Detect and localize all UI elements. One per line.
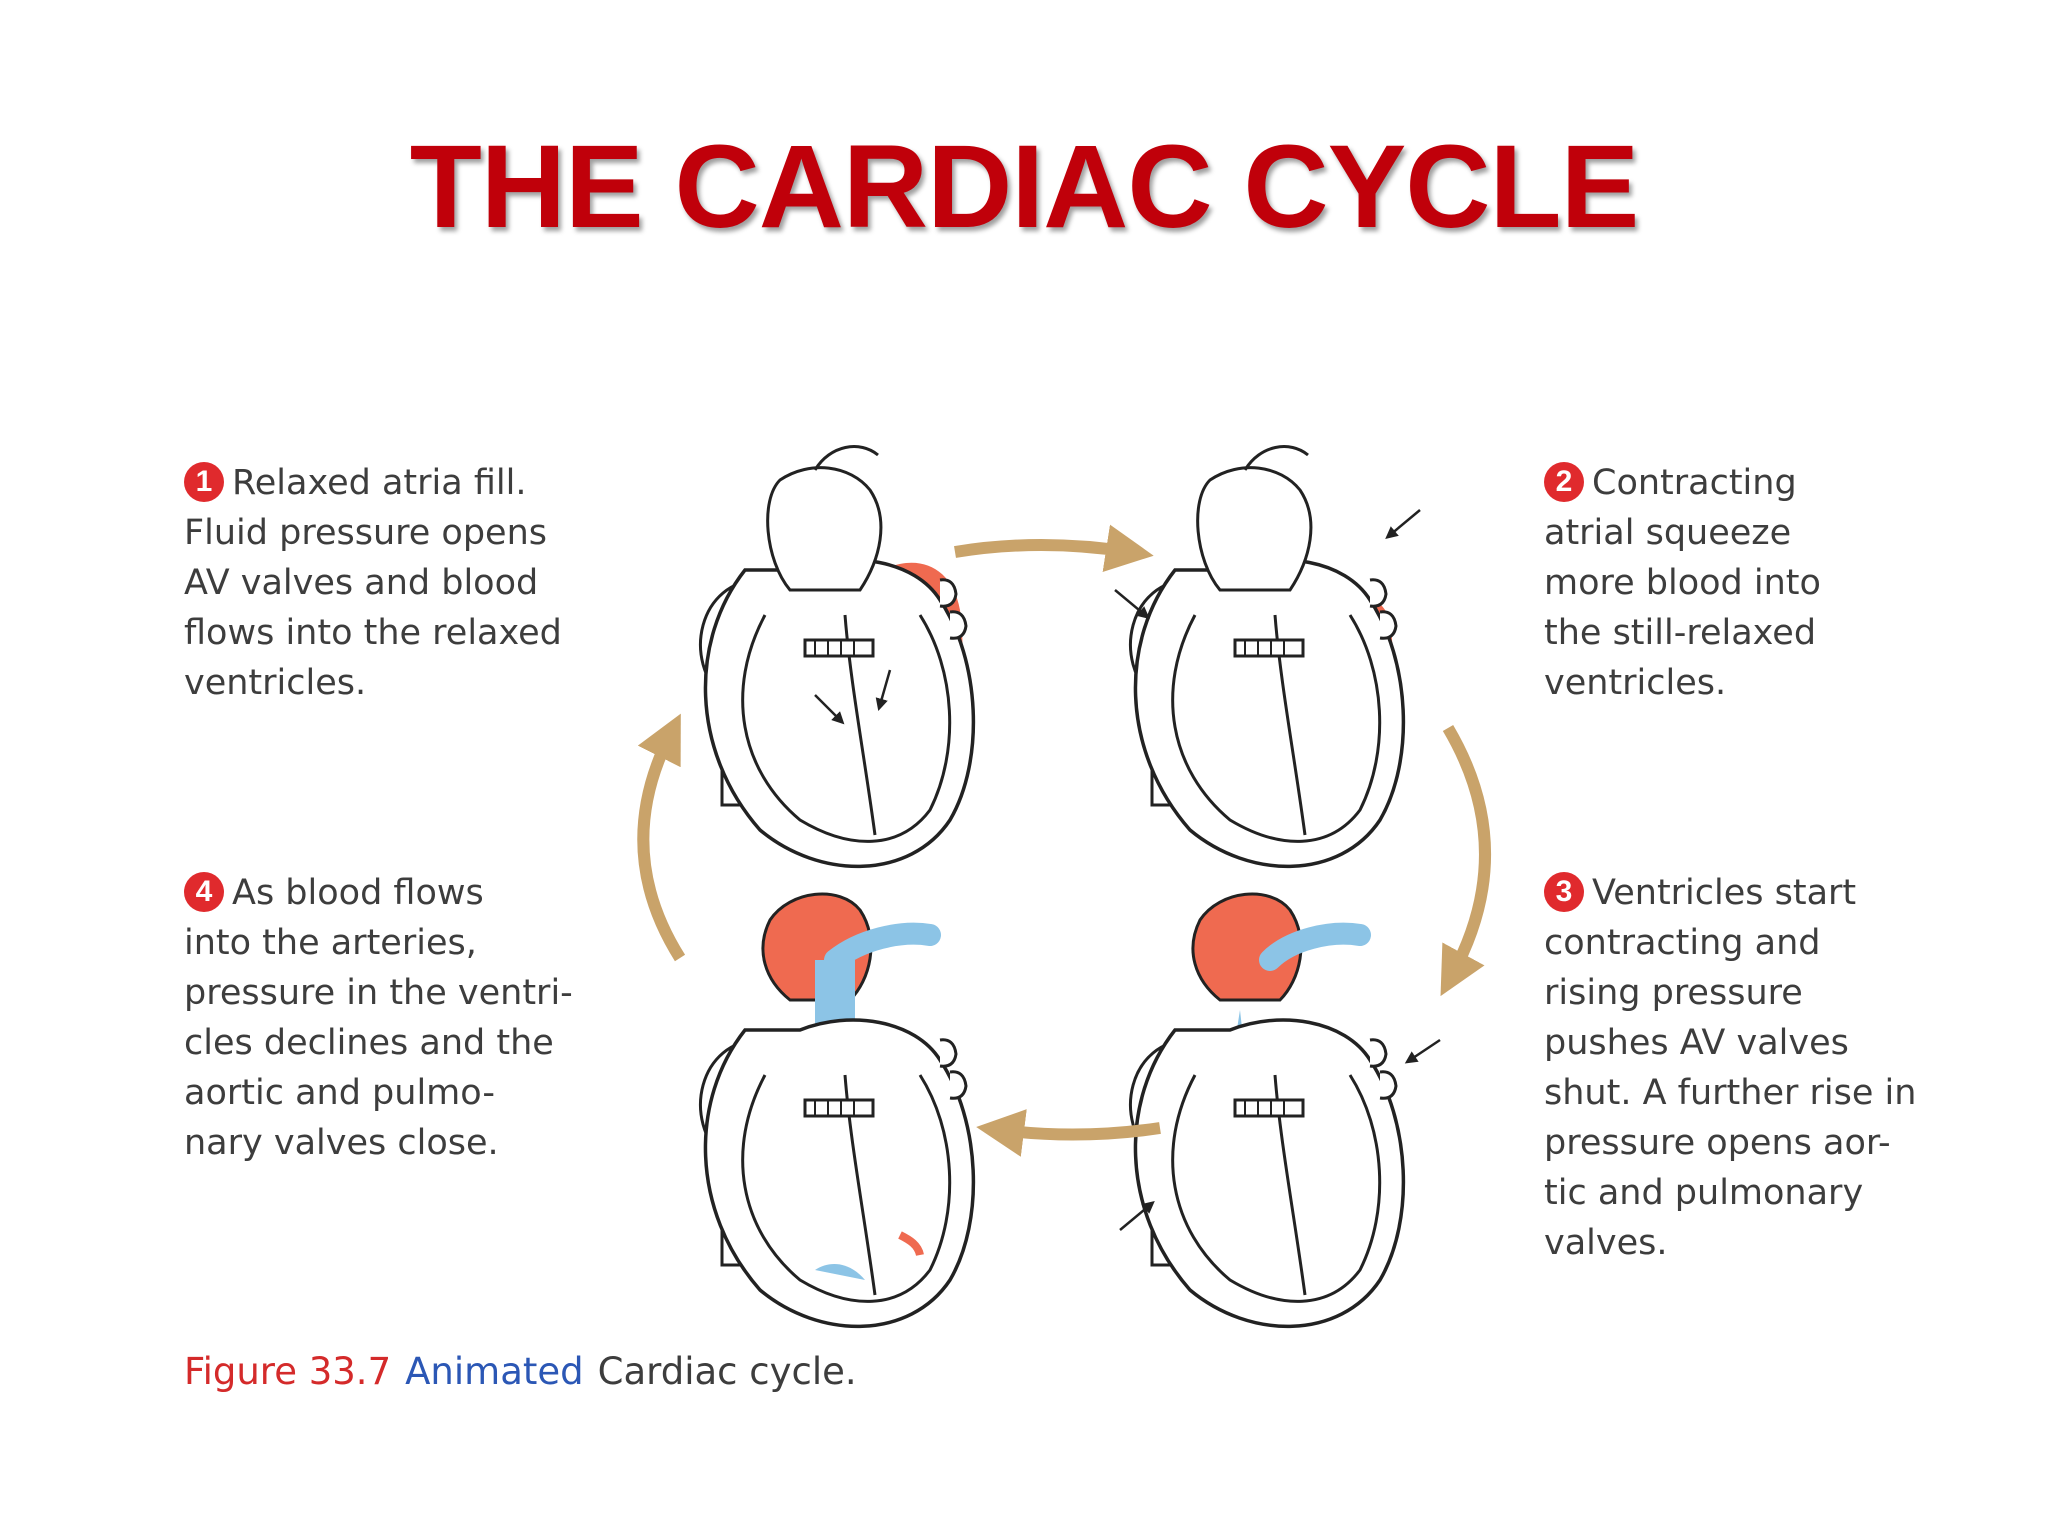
step-1-line-5: ventricles. <box>184 663 367 703</box>
step-4-line-3: pressure in the ventri- <box>184 973 573 1013</box>
animated-label: Animated <box>405 1350 584 1393</box>
step-1-line-2: Fluid pressure opens <box>184 513 547 553</box>
heart-2 <box>1114 445 1421 869</box>
step-4-line-2: into the arteries, <box>184 923 477 963</box>
page-title: THE CARDIAC CYCLE <box>409 121 1640 253</box>
step-3-line-3: rising pressure <box>1544 973 1803 1013</box>
step-4-line-1: As blood flows <box>232 873 484 913</box>
step-1-badge: 1 <box>184 462 224 502</box>
step-2-line-2: atrial squeeze <box>1544 513 1792 553</box>
cycle-arrow-2-to-3 <box>1440 724 1491 997</box>
figure-caption: Figure 33.7 Animated Cardiac cycle. <box>184 1348 857 1396</box>
step-1-line-1: Relaxed atria fill. <box>232 463 527 503</box>
step-1-line-3: AV valves and blood <box>184 563 539 603</box>
step-4-line-4: cles declines and the <box>184 1023 554 1063</box>
step-3-line-5: shut. A further rise in <box>1544 1073 1917 1113</box>
step-2-line-1: Contracting <box>1592 463 1797 503</box>
step-3-line-4: pushes AV valves <box>1544 1023 1849 1063</box>
step-3-line-2: contracting and <box>1544 923 1821 963</box>
figure-number: Figure 33.7 <box>184 1350 392 1393</box>
step-2-line-3: more blood into <box>1544 563 1821 603</box>
cycle-arrow-3-to-4 <box>976 1109 1161 1157</box>
step-3-line-1: Ventricles start <box>1592 873 1857 913</box>
step-2-line-4: the still-relaxed <box>1544 613 1817 653</box>
step-3-line-8: valves. <box>1544 1223 1668 1263</box>
heart-1 <box>698 445 976 869</box>
heart-4 <box>698 892 976 1329</box>
step-3-line-6: pressure opens aor- <box>1544 1123 1891 1163</box>
step-2-line-5: ventricles. <box>1544 663 1727 703</box>
step-2-badge: 2 <box>1544 462 1584 502</box>
step-4-badge: 4 <box>184 872 224 912</box>
step-4-line-6: nary valves close. <box>184 1123 499 1163</box>
heart-3 <box>1119 892 1441 1329</box>
cycle-arrow-1-to-2 <box>954 524 1154 573</box>
step-3-badge: 3 <box>1544 872 1584 912</box>
step-3-line-7: tic and pulmonary <box>1544 1173 1864 1213</box>
cycle-arrow-4-to-1 <box>637 713 686 962</box>
step-1-line-4: flows into the relaxed <box>184 613 562 653</box>
step-4-line-5: aortic and pulmo- <box>184 1073 495 1113</box>
caption-text: Cardiac cycle. <box>597 1350 857 1393</box>
